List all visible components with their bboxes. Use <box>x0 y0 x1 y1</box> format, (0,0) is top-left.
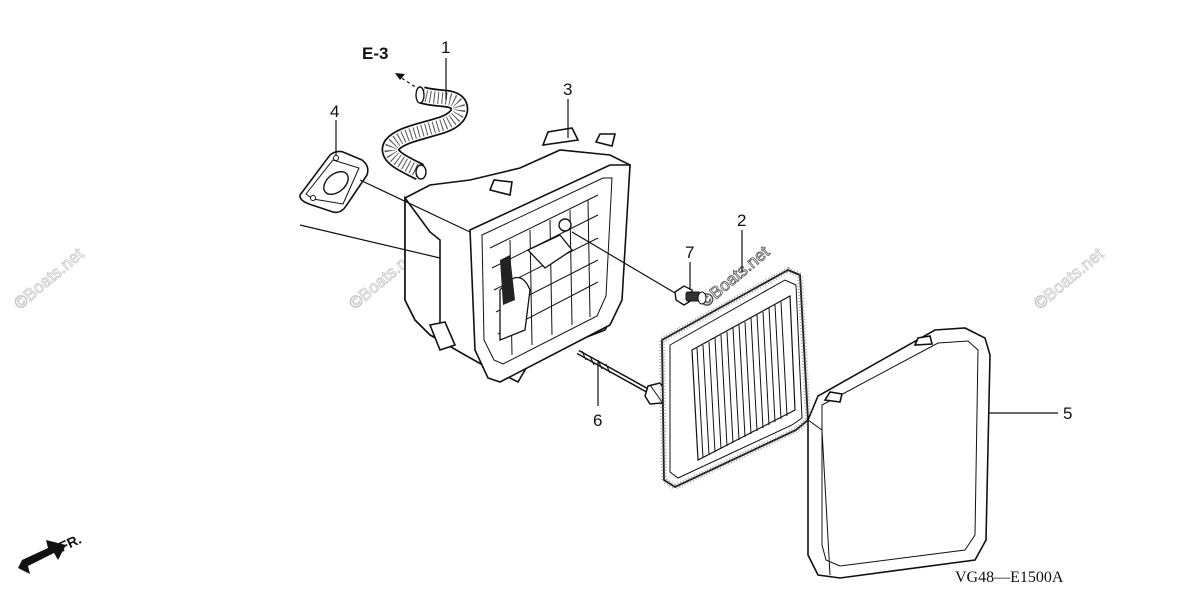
gasket <box>299 150 369 214</box>
reference-label: E-3 <box>362 44 388 63</box>
callouts: 1 2 3 4 5 6 7 <box>330 38 1072 430</box>
callout-6: 6 <box>593 411 602 430</box>
callout-3: 3 <box>563 80 572 99</box>
callout-5: 5 <box>1063 404 1072 423</box>
reference-arrow: E-3 <box>362 44 421 91</box>
callout-4: 4 <box>330 102 339 121</box>
breather-tube <box>381 86 469 181</box>
air-filter-element <box>658 266 812 491</box>
air-cleaner-case <box>404 127 631 384</box>
diagram-code: VG48—E1500A <box>955 569 1064 586</box>
air-cleaner-cover <box>807 327 991 579</box>
callout-1: 1 <box>441 38 450 57</box>
front-label: FR. <box>57 531 84 555</box>
watermark: ©Boats.net <box>1030 244 1107 313</box>
front-arrow: FR. <box>18 531 84 574</box>
nut <box>674 285 707 306</box>
bolt <box>576 349 668 405</box>
callout-7: 7 <box>685 243 694 262</box>
watermark: ©Boats.net <box>10 244 87 313</box>
leader-lines <box>299 58 1058 414</box>
callout-2: 2 <box>737 211 746 230</box>
